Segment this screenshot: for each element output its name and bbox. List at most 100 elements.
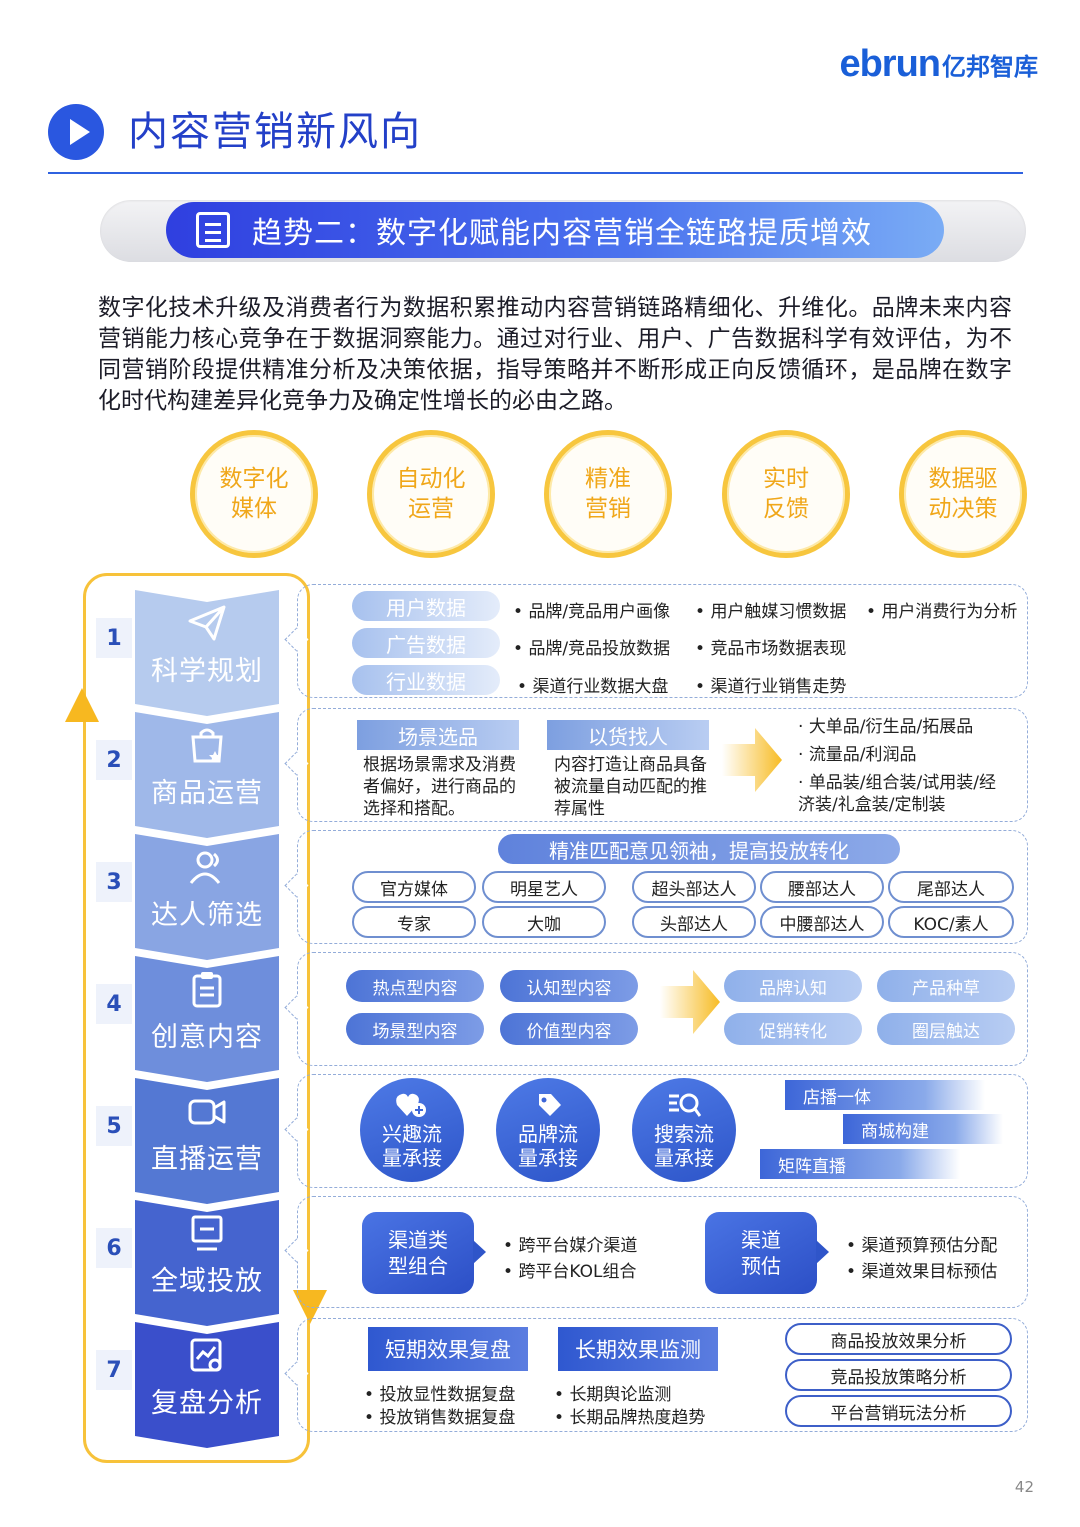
influencer-tier: 中腰部达人 [760, 906, 884, 938]
influencer-tier: 腰部达人 [760, 871, 884, 903]
feature-line: 数字化 [219, 466, 289, 492]
content-type: 场景型内容 [346, 1013, 484, 1045]
step-number: 6 [96, 1228, 132, 1268]
bullet-item: 用户触媒习惯数据 [695, 597, 846, 622]
content-goal: 品牌认知 [724, 970, 862, 1002]
play-icon [48, 104, 104, 160]
step-number: 3 [96, 862, 132, 902]
step-label: 达人筛选 [151, 900, 263, 931]
result-text: 流量品/利润品 [808, 745, 917, 765]
goods-find-people-title: 以货找人 [547, 720, 709, 750]
step-number: 5 [96, 1106, 132, 1146]
title-divider [48, 172, 1023, 174]
tag-ad-data: 广告数据 [352, 628, 500, 658]
page-number: 42 [1014, 1478, 1034, 1496]
panel-influencer [297, 830, 1028, 944]
influencer-type: 官方媒体 [352, 871, 476, 903]
bullet-item: 竞品市场数据表现 [695, 634, 846, 659]
brand-logo: ebrun 亿邦智库 [839, 42, 1038, 85]
step-planning: 科学规划 [135, 590, 279, 716]
logo-en: ebrun [839, 42, 941, 85]
panel-review [297, 1318, 1028, 1432]
influencer-tier: 尾部达人 [888, 871, 1014, 903]
bullet-item: 品牌/竞品投放数据 [513, 634, 670, 659]
content-goal: 产品种草 [877, 970, 1015, 1002]
search-list-icon [669, 1093, 701, 1117]
influencer-tier: 头部达人 [632, 906, 756, 938]
goods-find-people-text: 内容打造让商品具备被流量自动匹配的推荐属性 [554, 755, 707, 819]
stream-line: 兴趣流 [382, 1122, 442, 1146]
feature-circle-realtime: 实时反馈 [722, 430, 850, 558]
bullet-item: 品牌/竞品用户画像 [513, 597, 670, 622]
panel-omnichannel [297, 1196, 1028, 1308]
scene-selection-text: 根据场景需求及消费者偏好，进行商品的选择和搭配。 [363, 755, 516, 819]
step-creative-content: 创意内容 [135, 956, 279, 1082]
step-label: 直播运营 [151, 1144, 263, 1175]
shopping-bag-icon [191, 728, 223, 763]
content-type: 热点型内容 [346, 970, 484, 1002]
users-icon [189, 851, 221, 884]
feature-line: 反馈 [763, 496, 809, 522]
stream-line: 量承接 [518, 1146, 578, 1170]
stream-interest: 兴趣流 量承接 [360, 1078, 464, 1182]
channel-type-box: 渠道类型组合 [362, 1212, 486, 1294]
step-live-ops: 直播运营 [135, 1078, 279, 1204]
box-line: 预估 [741, 1254, 781, 1278]
bullet-item: 用户消费行为分析 [866, 597, 1017, 622]
step-label: 创意内容 [151, 1022, 263, 1053]
short-term-title: 短期效果复盘 [368, 1327, 528, 1371]
monitor-icon [191, 1215, 223, 1251]
influencer-type: 专家 [352, 906, 476, 938]
influencer-type: 大咖 [482, 906, 606, 938]
stream-line: 品牌流 [518, 1122, 578, 1146]
panel-creative [297, 952, 1028, 1066]
bullet-item: 长期品牌热度趋势 [554, 1403, 705, 1428]
channel-estimate-box: 渠道预估 [705, 1212, 829, 1294]
analysis-item: 平台营销玩法分析 [785, 1395, 1012, 1427]
analysis-item: 商品投放效果分析 [785, 1323, 1012, 1355]
content-type: 价值型内容 [500, 1013, 638, 1045]
step-omnichannel: 全域投放 [135, 1200, 279, 1326]
step-label: 科学规划 [151, 656, 263, 687]
video-camera-icon [188, 1099, 226, 1125]
feature-line: 营销 [585, 496, 631, 522]
stream-line: 搜索流 [654, 1122, 714, 1146]
long-term-title: 长期效果监测 [558, 1327, 718, 1371]
trend-banner: 趋势二：数字化赋能内容营销全链路提质增效 [166, 202, 944, 258]
document-icon [196, 212, 230, 248]
feature-circle-precision: 精准营销 [544, 430, 672, 558]
influencer-tier: 超头部达人 [632, 871, 756, 903]
feature-circle-digital-media: 数字化媒体 [190, 430, 318, 558]
stream-line: 量承接 [654, 1146, 714, 1170]
bullet-item: 投放销售数据复盘 [364, 1403, 515, 1428]
feature-line: 精准 [585, 466, 631, 492]
result-text: 大单品/衍生品/拓展品 [808, 717, 974, 737]
feature-line: 动决策 [928, 496, 998, 522]
feature-line: 数据驱 [928, 466, 998, 492]
result-item: · 单品装/组合装/试用装/经济装/礼盒装/定制装 [798, 773, 996, 815]
panel-live [297, 1074, 1028, 1188]
step-influencer-selection: 达人筛选 [135, 834, 279, 960]
bullet-item: 渠道行业销售走势 [695, 672, 846, 697]
bullet-item: 渠道行业数据大盘 [517, 672, 668, 697]
intro-paragraph: 数字化技术升级及消费者行为数据积累推动内容营销链路精细化、升维化。品牌未来内容营… [98, 295, 1012, 414]
feature-line: 实时 [763, 466, 809, 492]
panel-product-ops [297, 708, 1028, 822]
tag-industry-data: 行业数据 [352, 665, 500, 695]
box-line: 渠道类 [388, 1228, 448, 1252]
influencer-tier: KOC/素人 [888, 906, 1014, 938]
bullet-item: 长期舆论监测 [554, 1380, 671, 1405]
bullet-item: 渠道预算预估分配 [846, 1231, 997, 1256]
result-item: · 流量品/利润品 [798, 745, 917, 765]
live-tag: 店播一体 [785, 1080, 985, 1110]
bullet-item: 跨平台媒介渠道 [503, 1231, 637, 1256]
result-text: 单品装/组合装/试用装/经济装/礼盒装/定制装 [798, 773, 996, 815]
analysis-item: 竞品投放策略分析 [785, 1359, 1012, 1391]
bullet-item: 跨平台KOL组合 [503, 1257, 636, 1282]
paper-plane-icon [188, 605, 226, 641]
trend-title: 趋势二：数字化赋能内容营销全链路提质增效 [252, 216, 872, 251]
page-title: 内容营销新风向 [128, 109, 422, 155]
feature-line: 自动化 [396, 466, 466, 492]
chart-search-icon [190, 1338, 222, 1372]
step-product-ops: 商品运营 [135, 712, 279, 838]
